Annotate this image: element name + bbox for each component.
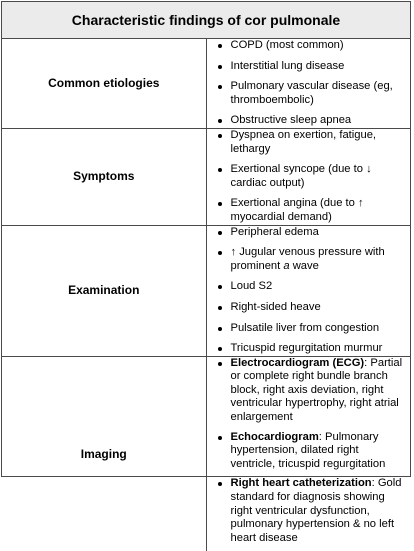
imaging-ecg-title: Electrocardiogram (ECG) [230, 356, 365, 369]
list-item: Exertional angina (due to ↑ myocardial d… [217, 197, 407, 224]
list-item: Dyspnea on exertion, fatigue, lethargy [217, 129, 407, 156]
imaging-echo-text: : Pulmonary hypertension, dilated right … [230, 430, 386, 470]
list-item: Echocardiogram: Pulmonary hypertension, … [217, 430, 407, 472]
row-label-examination: Examination [2, 224, 207, 357]
list-item: Obstructive sleep apnea [217, 114, 407, 128]
list-item: Exertional syncope (due to ↓ cardiac out… [217, 163, 407, 190]
list-item: Pulmonary vascular disease (eg, thromboe… [217, 80, 407, 107]
list-item: Loud S2 [217, 280, 407, 294]
table-row-imaging: Imaging Electrocardiogram (ECG): Partial… [2, 355, 410, 551]
list-item: Right-sided heave [217, 301, 407, 315]
imaging-cath-title: Right heart catheterization [230, 477, 372, 490]
list-item: Tricuspid regurgitation murmur [217, 342, 407, 356]
etiologies-list: COPD (most common) Interstitial lung dis… [207, 39, 407, 128]
table-header-row: Characteristic findings of cor pulmonale [2, 2, 410, 39]
row-label-symptoms: Symptoms [2, 127, 207, 226]
list-item: COPD (most common) [217, 39, 407, 53]
list-item: Pulsatile liver from congestion [217, 322, 407, 336]
symptoms-list: Dyspnea on exertion, fatigue, lethargy E… [207, 129, 407, 225]
list-item: Interstitial lung disease [217, 60, 407, 74]
imaging-ecg-text: : Partial or complete right bundle branc… [230, 356, 403, 424]
imaging-list: Electrocardiogram (ECG): Partial or comp… [207, 357, 407, 546]
table-row-examination: Examination Peripheral edema ↑ Jugular v… [2, 224, 410, 357]
jvp-wave-letter: a [283, 259, 290, 272]
row-label-etiologies: Common etiologies [2, 38, 207, 129]
list-item: Right heart catheterization: Gold standa… [217, 477, 407, 545]
list-item: Peripheral edema [217, 226, 407, 240]
row-content-etiologies: COPD (most common) Interstitial lung dis… [205, 38, 410, 129]
row-content-imaging: Electrocardiogram (ECG): Partial or comp… [205, 355, 410, 551]
row-label-imaging: Imaging [2, 355, 207, 551]
table-row-etiologies: Common etiologies COPD (most common) Int… [2, 38, 410, 129]
row-content-examination: Peripheral edema ↑ Jugular venous pressu… [205, 224, 410, 357]
table-row-symptoms: Symptoms Dyspnea on exertion, fatigue, l… [2, 127, 410, 226]
table-title: Characteristic findings of cor pulmonale [2, 2, 410, 39]
imaging-echo-title: Echocardiogram [230, 430, 319, 443]
row-content-symptoms: Dyspnea on exertion, fatigue, lethargy E… [205, 127, 410, 226]
list-item: ↑ Jugular venous pressure with prominent… [217, 246, 407, 273]
jvp-wave-suffix: wave [292, 259, 319, 272]
list-item: Electrocardiogram (ECG): Partial or comp… [217, 356, 407, 425]
examination-list: Peripheral edema ↑ Jugular venous pressu… [207, 226, 407, 356]
jvp-text: ↑ Jugular venous pressure with prominent [230, 246, 385, 272]
